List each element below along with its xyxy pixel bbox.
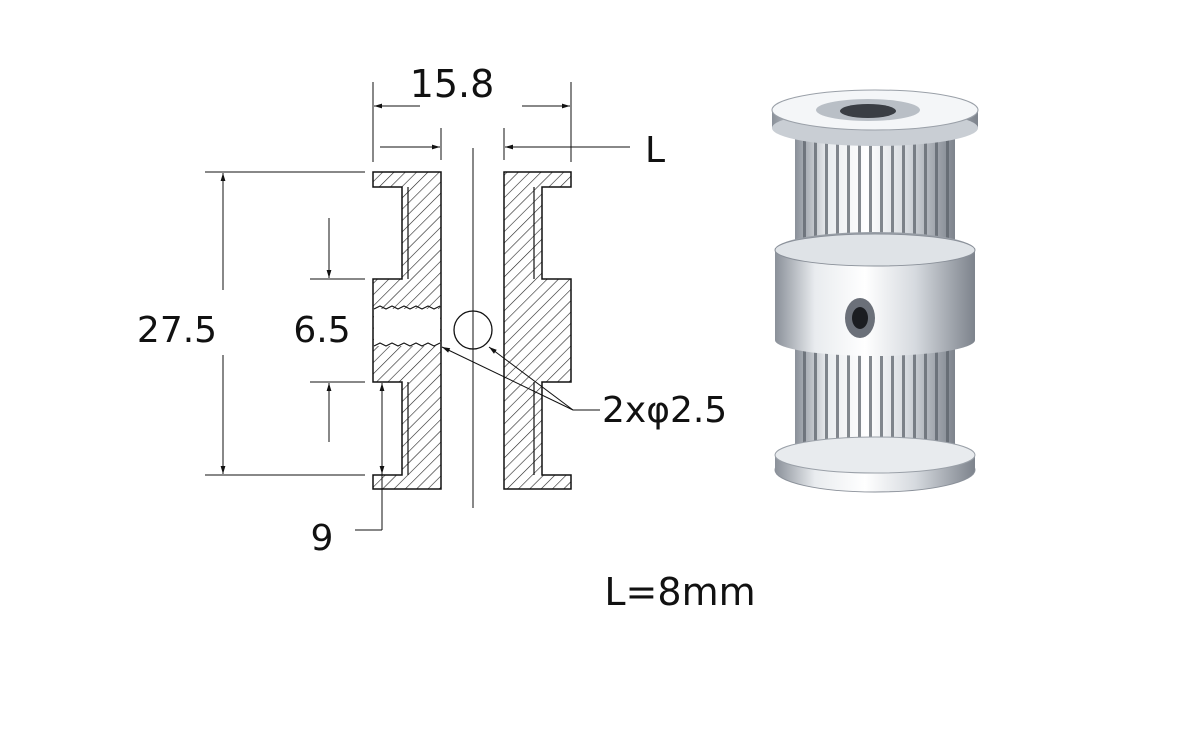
width-label: 15.8	[410, 62, 495, 106]
dimension-width	[372, 82, 630, 162]
holes-label: 2xφ2.5	[602, 390, 727, 431]
height-label: 27.5	[137, 310, 217, 351]
holes-leader	[441, 346, 600, 411]
collar-label: 6.5	[293, 310, 350, 351]
pulley-photo	[771, 89, 979, 493]
dimension-height	[205, 171, 365, 476]
flange-label: 9	[311, 518, 334, 559]
section-view	[372, 148, 572, 508]
bore-label: L	[645, 130, 665, 171]
dimension-flange	[355, 383, 385, 531]
length-note: L=8mm	[604, 570, 755, 614]
dimension-collar	[310, 218, 365, 442]
